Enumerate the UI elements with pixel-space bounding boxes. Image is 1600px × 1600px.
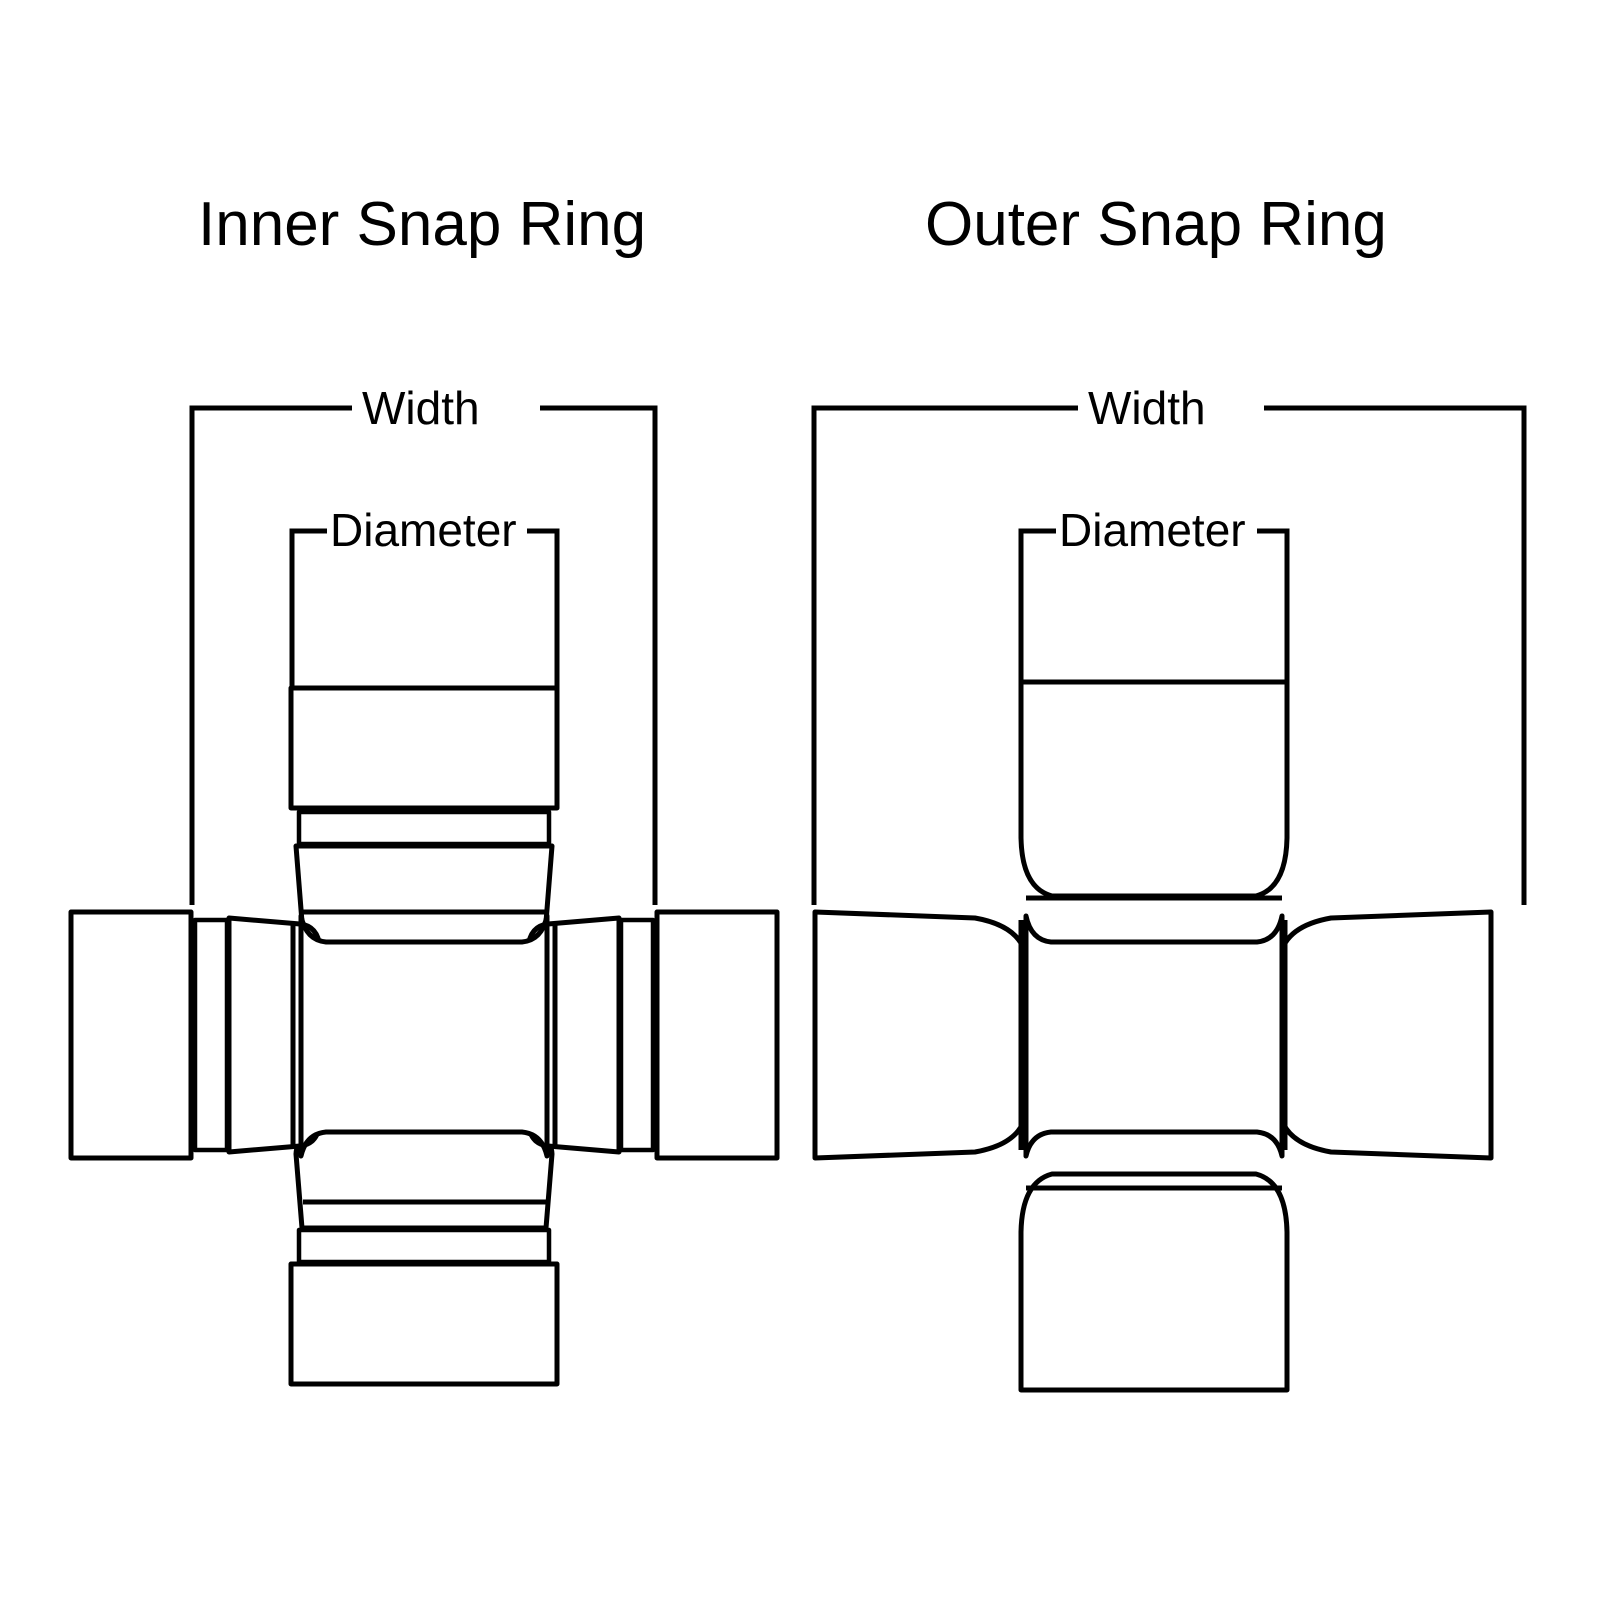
outer-diameter-right-bracket (1257, 528, 1290, 682)
inner-left-arm (68, 909, 323, 1161)
inner-bottom-yoke-flange (293, 1129, 555, 1231)
inner-bottom-bearing-cap (288, 1261, 560, 1387)
inner-right-arm (525, 909, 780, 1161)
inner-top-bearing-cap (288, 685, 560, 811)
outer-top-bearing-cap (1018, 679, 1290, 899)
outer-width-right-bracket (1264, 405, 1527, 905)
outer-panel-title: Outer Snap Ring (925, 190, 1387, 259)
inner-bottom-snap-ring-band (296, 1227, 552, 1265)
inner-left-bearing-cap (68, 909, 194, 1161)
inner-right-snap-ring-band (618, 917, 656, 1153)
outer-top-arm (1018, 679, 1290, 901)
outer-width-label: Width (1088, 382, 1206, 434)
inner-diameter-left-bracket (289, 528, 327, 690)
outer-bottom-bearing-cap (1018, 1171, 1290, 1393)
inner-right-bearing-cap (654, 909, 780, 1161)
outer-snap-ring-panel: Outer Snap Ring Width Diameter (811, 190, 1527, 1393)
inner-cross-body (298, 913, 550, 1159)
outer-bottom-arm (1018, 1171, 1290, 1393)
inner-panel-title: Inner Snap Ring (198, 190, 646, 259)
inner-top-snap-ring-band (296, 809, 552, 847)
inner-diameter-dimension: Diameter (289, 504, 560, 690)
outer-diameter-dimension: Diameter (1018, 504, 1290, 682)
outer-width-dimension: Width (811, 382, 1527, 905)
inner-diameter-label: Diameter (330, 504, 517, 556)
inner-left-snap-ring-band (192, 917, 230, 1153)
outer-right-bearing-cap (1277, 909, 1494, 1161)
inner-snap-ring-panel: Inner Snap Ring Width Diameter (68, 190, 780, 1387)
outer-cross-body (1023, 913, 1285, 1159)
inner-width-dimension: Width (189, 382, 658, 905)
outer-right-arm (1277, 909, 1494, 1161)
inner-width-label: Width (362, 382, 480, 434)
outer-diameter-left-bracket (1018, 528, 1056, 682)
inner-width-left-bracket (189, 405, 352, 905)
outer-width-left-bracket (811, 405, 1078, 905)
inner-bottom-arm (288, 1129, 560, 1387)
outer-diameter-label: Diameter (1059, 504, 1246, 556)
inner-top-yoke-flange (293, 843, 555, 947)
inner-width-right-bracket (540, 405, 658, 905)
outer-left-bearing-cap (812, 909, 1029, 1161)
outer-left-arm (812, 909, 1029, 1161)
inner-top-arm (288, 685, 560, 947)
inner-diameter-right-bracket (527, 528, 560, 690)
